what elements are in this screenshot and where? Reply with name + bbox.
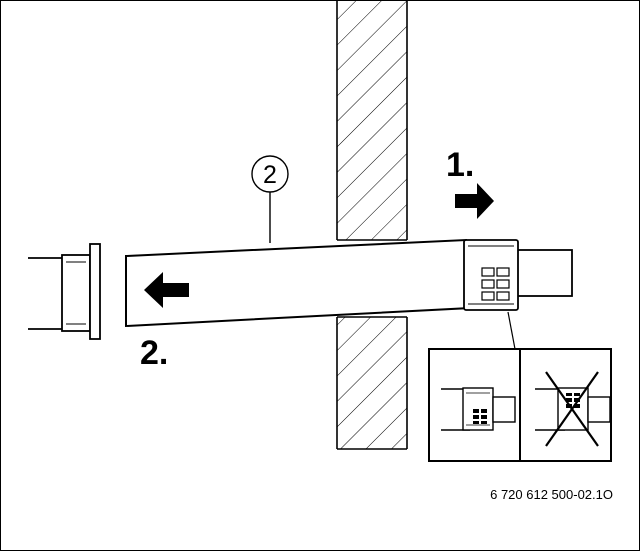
- fitting-markings: [481, 267, 510, 301]
- socket-pipe: [28, 243, 101, 340]
- step-one-label: 1.: [446, 146, 474, 184]
- step-two-label: 2.: [140, 334, 168, 372]
- inset-leader: [507, 311, 516, 350]
- callout-number: 2: [263, 161, 277, 189]
- figure-code: 6 720 612 500-02.1O: [490, 487, 613, 502]
- callout-2: [251, 155, 289, 243]
- inset-correct-orientation: [441, 387, 516, 431]
- arrow-right-icon: [455, 183, 494, 219]
- cross-out-icon: [545, 371, 599, 447]
- arrow-left-icon: [144, 272, 189, 308]
- pipe-fitting: [463, 239, 573, 311]
- wall: [336, 0, 408, 450]
